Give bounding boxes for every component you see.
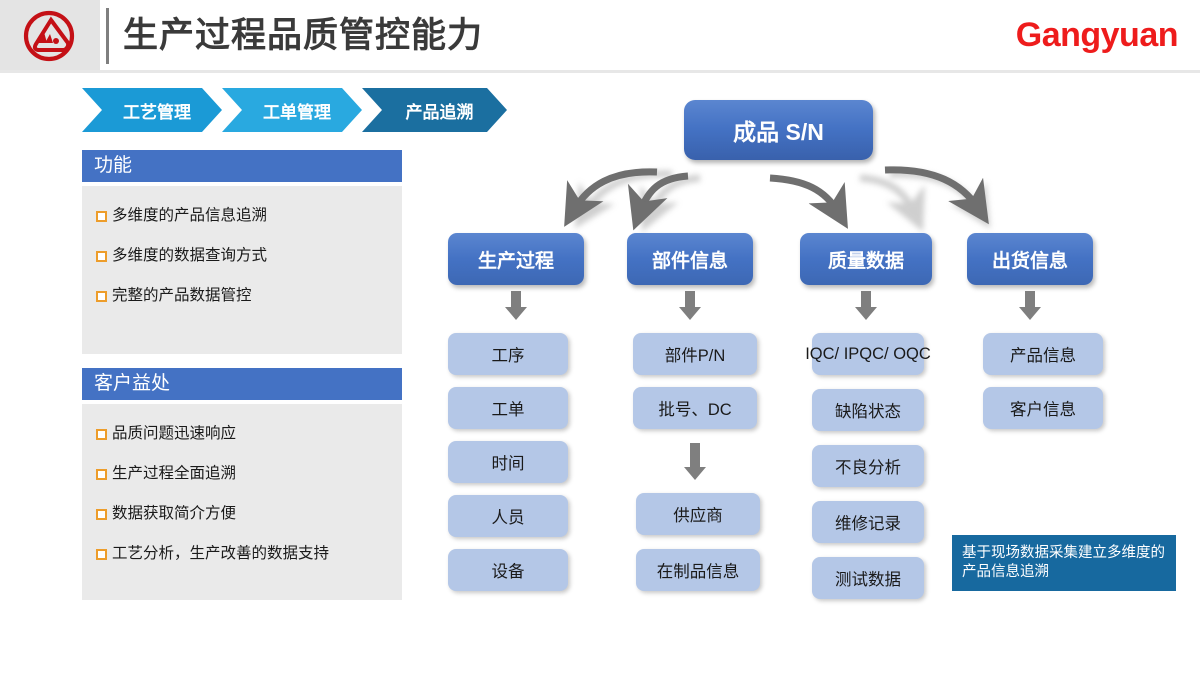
square-bullet-icon [96,211,107,222]
list-item: 完整的产品数据管控 [96,286,402,305]
tab-label: 工单管理 [263,102,331,122]
square-bullet-icon [96,549,107,560]
arrow-down-icon [855,291,877,320]
item-box[interactable]: 设备 [448,549,568,591]
tab-label: 产品追溯 [405,102,474,122]
section-header-functions: 功能 [82,150,402,182]
arrow-down-icon [1019,291,1041,320]
column-header-component[interactable]: 部件信息 [627,233,753,285]
list-item-label: 多维度的数据查询方式 [112,247,268,264]
list-item: 数据获取简介方便 [96,504,402,523]
callout-note: 基于现场数据采集建立多维度的产品信息追溯 [952,535,1176,591]
item-box[interactable]: 在制品信息 [636,549,760,591]
list-item-label: 品质问题迅速响应 [112,425,237,442]
gangyuan-circle-logo-icon [23,10,75,62]
item-box[interactable]: 客户信息 [983,387,1103,429]
list-item-label: 工艺分析，生产改善的数据支持 [112,545,330,562]
item-box[interactable]: 时间 [448,441,568,483]
item-box[interactable]: 维修记录 [812,501,924,543]
item-box[interactable]: 工序 [448,333,568,375]
item-box[interactable]: 工单 [448,387,568,429]
square-bullet-icon [96,429,107,440]
item-box[interactable]: IQC/ IPQC/ OQC [805,333,931,375]
column-header-shipping[interactable]: 出货信息 [967,233,1093,285]
square-bullet-icon [96,251,107,262]
list-item-label: 多维度的产品信息追溯 [112,207,268,224]
square-bullet-icon [96,509,107,520]
list-item-label: 数据获取简介方便 [112,505,237,522]
diagram-root-node[interactable]: 成品 S/N [684,100,873,160]
arrow-down-icon [505,291,527,320]
list-item: 多维度的数据查询方式 [96,246,402,265]
title-divider [106,8,109,64]
section-body-benefits: 品质问题迅速响应 生产过程全面追溯 数据获取简介方便 工艺分析，生产改善的数据支… [82,404,402,600]
arrow-down-icon [684,443,706,480]
list-item-label: 生产过程全面追溯 [112,465,237,482]
list-item: 多维度的产品信息追溯 [96,206,402,225]
list-item: 生产过程全面追溯 [96,464,402,483]
tab-label: 工艺管理 [123,102,191,122]
item-box[interactable]: 人员 [448,495,568,537]
arrow-down-icon [679,291,701,320]
item-box[interactable]: 产品信息 [983,333,1103,375]
item-box[interactable]: 批号、DC [633,387,757,429]
item-box[interactable]: 部件P/N [633,333,757,375]
section-header-benefits: 客户益处 [82,368,402,400]
square-bullet-icon [96,291,107,302]
list-item: 品质问题迅速响应 [96,424,402,443]
list-item: 工艺分析，生产改善的数据支持 [96,544,402,563]
item-box[interactable]: 测试数据 [812,557,924,599]
brand-wordmark: Gangyuan [1015,16,1179,54]
item-box[interactable]: 不良分析 [812,445,924,487]
header-rule [0,70,1200,73]
square-bullet-icon [96,469,107,480]
page-header: 生产过程品质管控能力 Gangyuan [0,0,1200,73]
section-body-functions: 多维度的产品信息追溯 多维度的数据查询方式 完整的产品数据管控 [82,186,402,354]
list-item-label: 完整的产品数据管控 [112,287,252,304]
column-header-quality[interactable]: 质量数据 [800,233,932,285]
page-title: 生产过程品质管控能力 [123,16,484,55]
tab-process-management[interactable]: 工艺管理 [82,88,222,132]
tab-workorder-management[interactable]: 工单管理 [222,88,362,132]
item-box[interactable]: 供应商 [636,493,760,535]
item-box[interactable]: 缺陷状态 [812,389,924,431]
tab-product-traceability[interactable]: 产品追溯 [362,88,507,132]
column-header-production[interactable]: 生产过程 [448,233,584,285]
